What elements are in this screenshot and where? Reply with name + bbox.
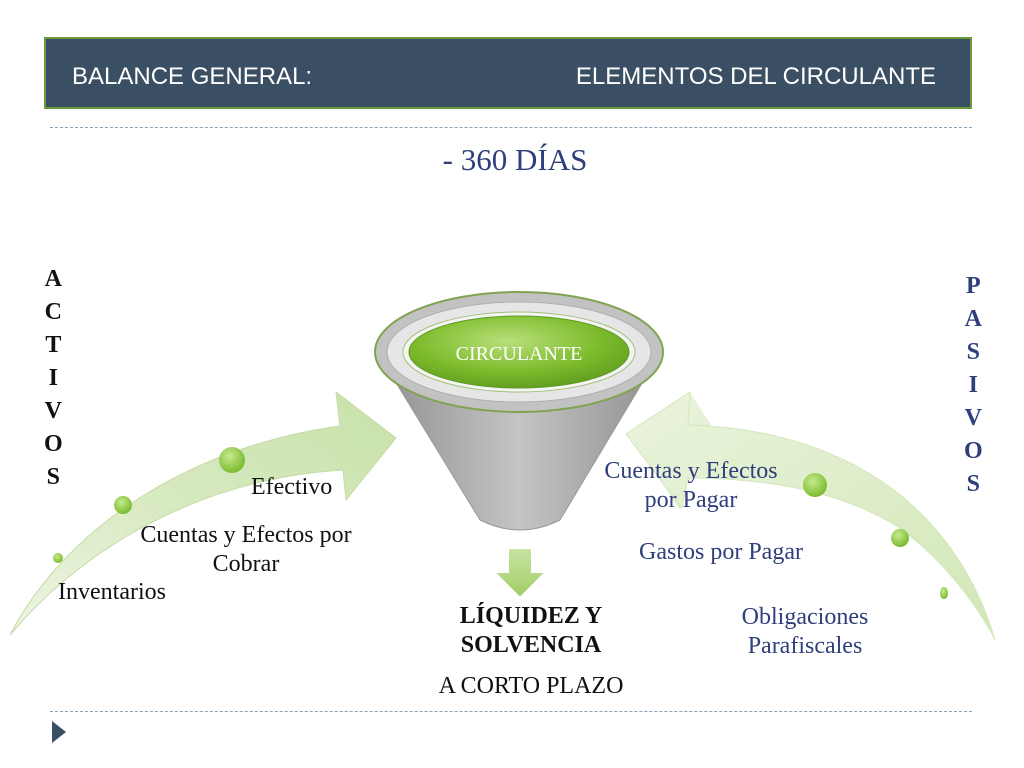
result-liquidez-solvencia: LÍQUIDEZ Y SOLVENCIA xyxy=(459,603,603,658)
activos-curved-arrow xyxy=(9,390,397,636)
dot-cuentas-pagar xyxy=(803,473,827,497)
bottom-divider xyxy=(50,711,972,712)
header-bar: BALANCE GENERAL: ELEMENTOS DEL CIRCULANT… xyxy=(44,37,972,109)
activos-vertical-label: A C T I V O S xyxy=(44,266,63,490)
dot-obligaciones xyxy=(940,587,948,599)
funnel-label: CIRCULANTE xyxy=(455,343,583,365)
dot-inventarios xyxy=(53,553,63,563)
down-arrow xyxy=(491,547,549,600)
play-triangle-icon[interactable] xyxy=(52,721,66,743)
subtitle: - 360 DÍAS xyxy=(442,142,588,177)
circulante-oval xyxy=(408,315,630,389)
top-divider xyxy=(50,127,972,128)
item-efectivo: Efectivo xyxy=(251,474,333,500)
item-cuentas-cobrar: Cuentas y Efectos por Cobrar xyxy=(140,522,352,577)
item-gastos-pagar: Gastos por Pagar xyxy=(639,539,803,565)
item-cuentas-pagar: Cuentas y Efectos por Pagar xyxy=(604,458,778,513)
dot-gastos-pagar xyxy=(891,529,909,547)
header-title-right: ELEMENTOS DEL CIRCULANTE xyxy=(575,63,936,90)
pasivos-curved-arrow-body xyxy=(625,391,996,641)
header-title-left: BALANCE GENERAL: xyxy=(72,63,313,90)
dot-cuentas-cobrar xyxy=(114,496,132,514)
item-obligaciones: Obligaciones Parafiscales xyxy=(741,604,869,659)
pasivos-vertical-label: P A S I V O S xyxy=(964,273,983,497)
item-inventarios: Inventarios xyxy=(58,579,166,605)
result-corto-plazo: A CORTO PLAZO xyxy=(438,673,624,699)
dot-efectivo xyxy=(219,447,245,473)
